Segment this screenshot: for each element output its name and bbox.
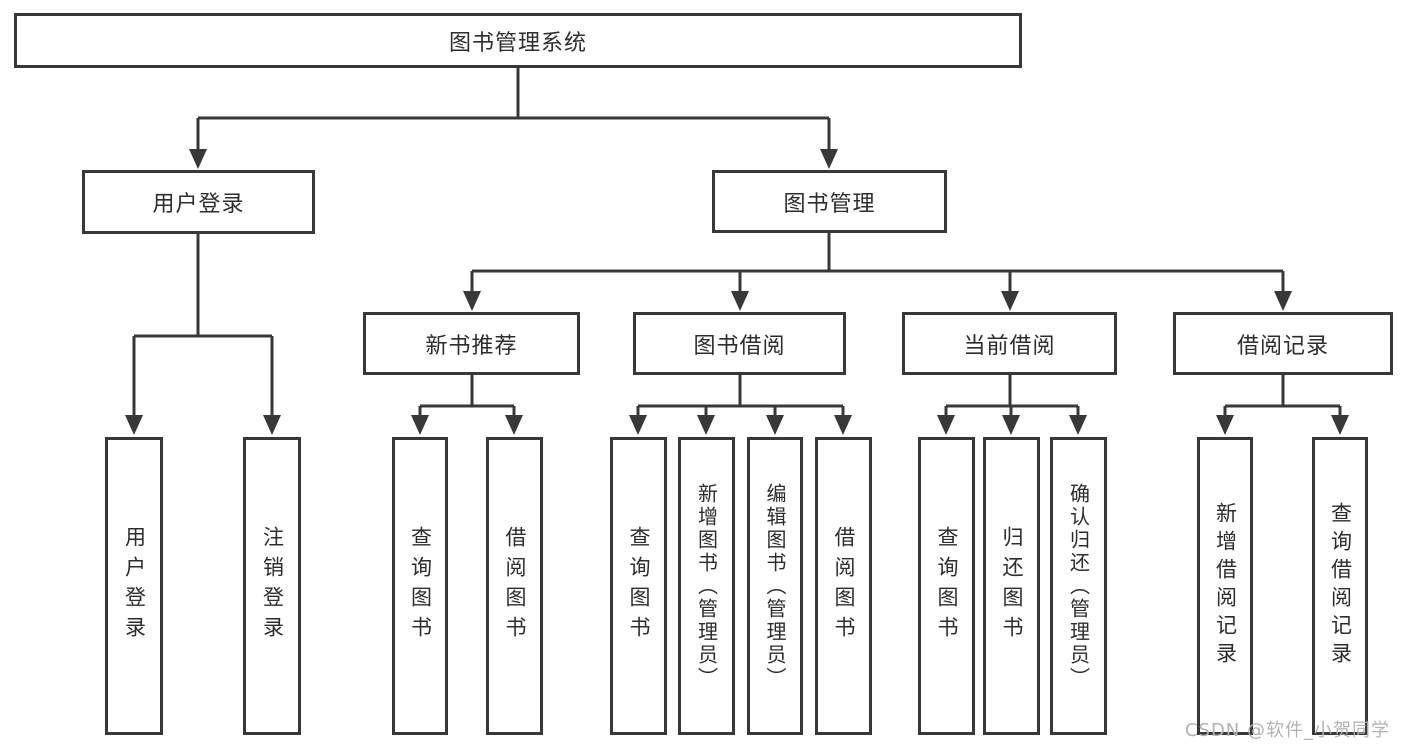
node-borrow-record: 借阅记录 bbox=[1173, 312, 1393, 375]
node-book-borrow: 图书借阅 bbox=[633, 312, 846, 375]
node-book-management: 图书管理 bbox=[712, 170, 947, 233]
leaf-newbook-query-book: 查询图书 bbox=[392, 437, 448, 735]
leaf-borrow-edit-book-admin: 编辑图书（管理员） bbox=[747, 437, 803, 735]
node-new-book-recommend: 新书推荐 bbox=[363, 312, 580, 375]
leaf-user-login: 用户登录 bbox=[105, 437, 163, 735]
leaf-current-query-book: 查询图书 bbox=[918, 437, 975, 735]
node-user-login: 用户登录 bbox=[82, 170, 315, 234]
leaf-current-return-book: 归还图书 bbox=[983, 437, 1040, 735]
leaf-record-query-borrow-record: 查询借阅记录 bbox=[1312, 437, 1368, 735]
leaf-borrow-borrow-book: 借阅图书 bbox=[815, 437, 872, 735]
arrowheads bbox=[125, 149, 1349, 435]
csdn-watermark: CSDN @软件_小贺同学 bbox=[1184, 720, 1390, 741]
leaf-logout: 注销登录 bbox=[243, 437, 301, 735]
leaf-newbook-borrow-book: 借阅图书 bbox=[486, 437, 543, 735]
node-root-library-system: 图书管理系统 bbox=[14, 13, 1022, 68]
node-current-borrow: 当前借阅 bbox=[902, 312, 1117, 375]
leaf-borrow-add-book-admin: 新增图书（管理员） bbox=[678, 437, 735, 735]
leaf-borrow-query-book: 查询图书 bbox=[610, 437, 667, 735]
leaf-current-confirm-return-admin: 确认归还（管理员） bbox=[1050, 437, 1107, 735]
leaf-record-add-borrow-record: 新增借阅记录 bbox=[1197, 437, 1253, 735]
